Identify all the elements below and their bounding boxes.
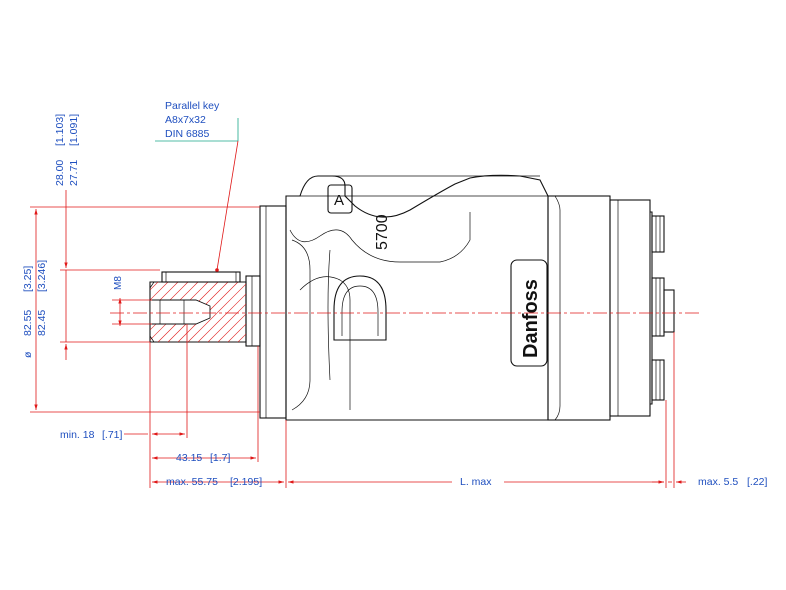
model-number: 5700 (374, 214, 391, 250)
dim-pilot-max: 82.55 (22, 310, 34, 336)
parallel-key (161, 271, 241, 283)
dim-shaft-ext: 43.15 (176, 452, 202, 464)
output-shaft (149, 271, 247, 343)
rear-plug (663, 289, 675, 333)
dim-pilot-min: 82.45 (36, 310, 48, 336)
dim-front-max: max. 55.75 (166, 476, 218, 488)
dim-shaft-ext-in: [1.7] (210, 452, 231, 464)
dim-front-max-in: [2.195] (230, 476, 262, 488)
key-note-line-2: A8x7x32 (165, 114, 206, 126)
dim-dia-symbol: ø (22, 351, 34, 358)
dim-thread-depth-in: [.71] (102, 429, 123, 441)
mounting-flange (259, 205, 287, 419)
port-a-label: A (334, 192, 344, 209)
dimension-lines (30, 190, 686, 488)
bolt-bottom (651, 359, 665, 401)
dim-shaft-min: 27.71 (68, 160, 80, 186)
dim-shaft-max: 28.00 (54, 160, 66, 186)
motor-outline: A 5700 Danfoss (245, 174, 675, 421)
dimension-labels: 28.00 [1.103] 27.71 [1.091] ø 82.55 82.4… (22, 114, 768, 488)
dim-rear-max: max. 5.5 (698, 476, 738, 488)
threaded-hole (149, 299, 211, 325)
dim-pilot-min-in: [3.246] (36, 260, 48, 292)
motor-housing (285, 174, 549, 421)
key-note-line-1: Parallel key (165, 100, 220, 112)
key-callout: Parallel key A8x7x32 DIN 6885 (155, 100, 239, 272)
dim-body-len-gap (452, 474, 504, 488)
dim-thread: M8 (113, 276, 124, 290)
dim-body-len: L. max (460, 476, 492, 488)
dim-pilot-max-in: [3.25] (22, 266, 34, 292)
port-a-badge (327, 184, 353, 214)
dim-rear-max-in: [.22] (747, 476, 768, 488)
brand-logo: Danfoss (520, 279, 542, 358)
key-leader-dot (215, 268, 219, 272)
dim-shaft-min-in: [1.091] (68, 114, 80, 146)
gear-section (547, 195, 611, 421)
dim-shaft-max-in: [1.103] (54, 114, 66, 146)
bolt-middle (651, 277, 665, 337)
lifting-lug (333, 275, 387, 341)
bolt-top (651, 215, 665, 253)
end-cover (609, 199, 651, 417)
dim-thread-depth: min. 18 (60, 429, 95, 441)
key-note-line-3: DIN 6885 (165, 128, 210, 140)
key-leader (216, 140, 239, 271)
front-collar (245, 275, 261, 347)
